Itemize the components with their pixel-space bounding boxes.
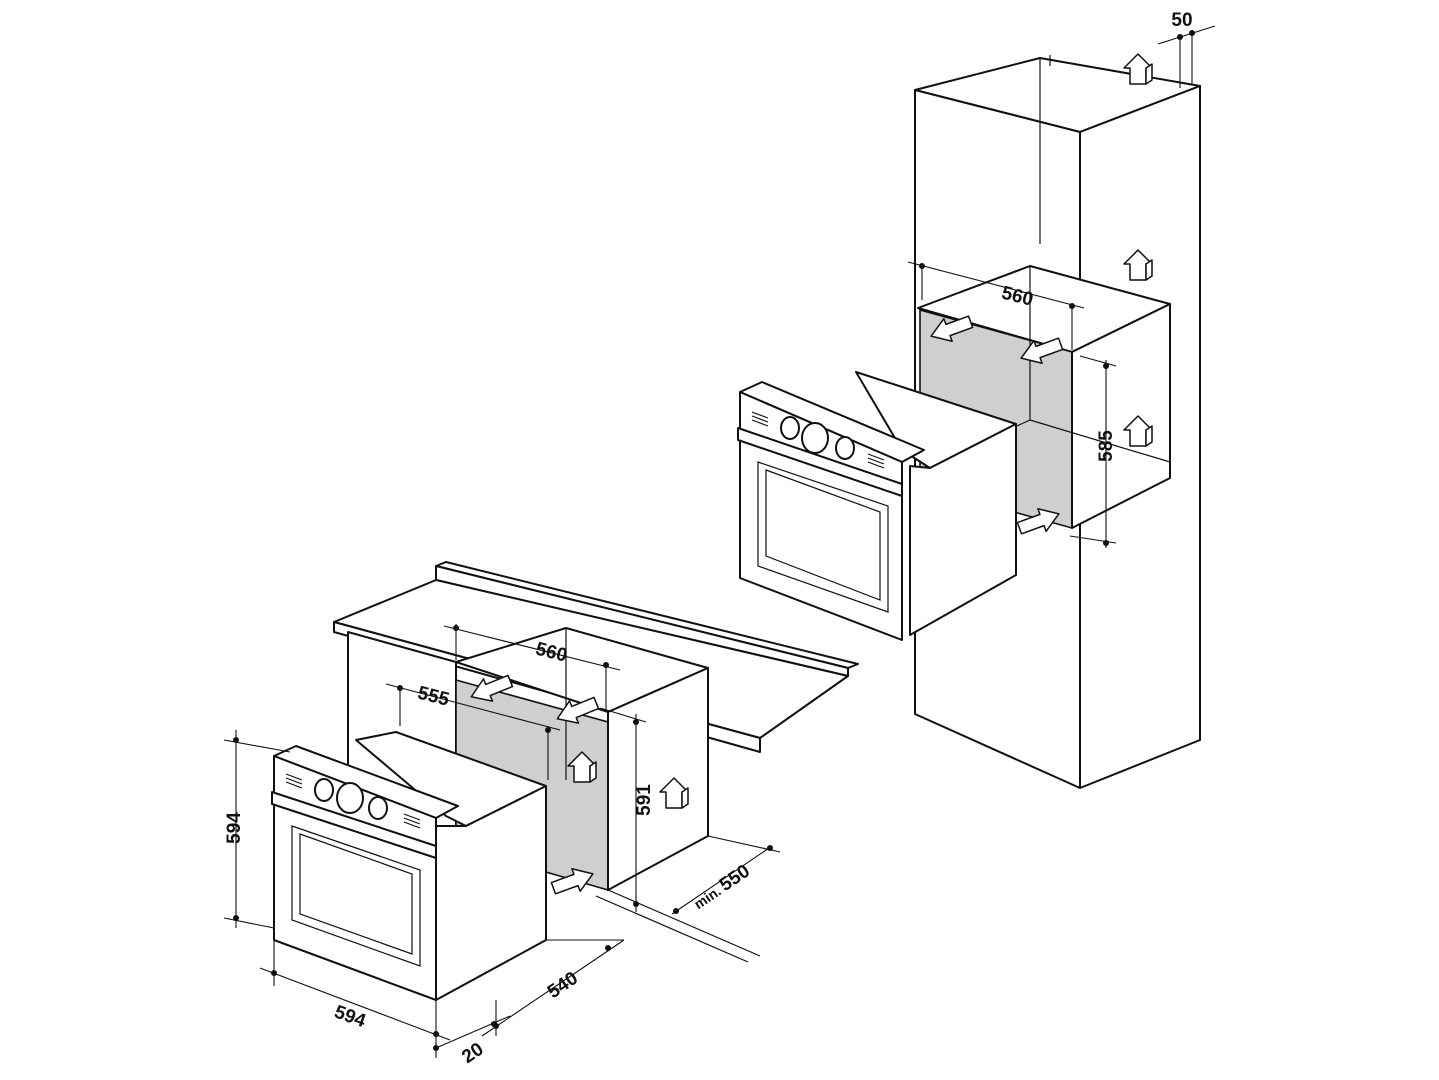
knob-icon: [780, 416, 800, 440]
upper-oven-vent-right-icon: [867, 453, 885, 469]
ventilation-arrow-icon: [556, 696, 600, 724]
lower-oven-vent-right-icon: [403, 813, 421, 829]
ventilation-arrow-icon: [1123, 415, 1153, 447]
dim-oven-depth: 540: [544, 968, 582, 1003]
ventilation-arrow-icon: [1123, 249, 1153, 281]
knob-icon: [801, 422, 829, 454]
knob-icon: [314, 778, 334, 802]
lower-oven-window: [299, 833, 413, 955]
lower-oven-vent-left-icon: [285, 773, 303, 789]
upper-oven: [737, 371, 1017, 641]
lower-dimension-lines: [223, 624, 781, 1058]
ventilation-arrow-icon: [1016, 507, 1060, 535]
ventilation-arrow-icon: [1020, 337, 1064, 365]
dim-lower-niche-depth: 550: [716, 861, 754, 896]
ventilation-arrow-icon: [567, 751, 597, 783]
ventilation-arrow-icon: [930, 315, 974, 343]
upper-oven-handle: [737, 427, 903, 497]
ventilation-arrow-icon: [659, 777, 689, 809]
lower-oven-body-side: [435, 785, 547, 1001]
upper-niche-side: [1071, 303, 1171, 529]
ventilation-arrow-icon: [1123, 53, 1153, 85]
ventilation-arrow-icon: [470, 674, 514, 702]
lower-oven-handle: [271, 791, 437, 859]
ventilation-arrow-icon: [550, 867, 594, 895]
dim-lower-niche-height: 591: [634, 784, 655, 816]
upper-oven-vent-left-icon: [751, 411, 769, 427]
dim-upper-niche-height: 585: [1096, 430, 1117, 462]
floor-line: [607, 889, 761, 957]
knob-icon: [835, 436, 855, 460]
knob-icon: [336, 782, 364, 814]
upper-dimension-lines: [907, 25, 1216, 548]
dim-oven-width: 594: [331, 1002, 368, 1033]
dim-upper-column-gap: 50: [1171, 10, 1192, 31]
lower-oven: [271, 731, 547, 1001]
knob-icon: [368, 796, 388, 820]
dim-oven-front-thickness: 20: [458, 1039, 487, 1068]
upper-oven-body-side: [909, 423, 1017, 636]
upper-oven-window: [765, 469, 881, 601]
dim-lower-niche-depth-group: min. 550: [691, 861, 754, 912]
dim-oven-height: 594: [224, 812, 245, 844]
dim-lower-niche-depth-prefix: min.: [691, 883, 724, 912]
